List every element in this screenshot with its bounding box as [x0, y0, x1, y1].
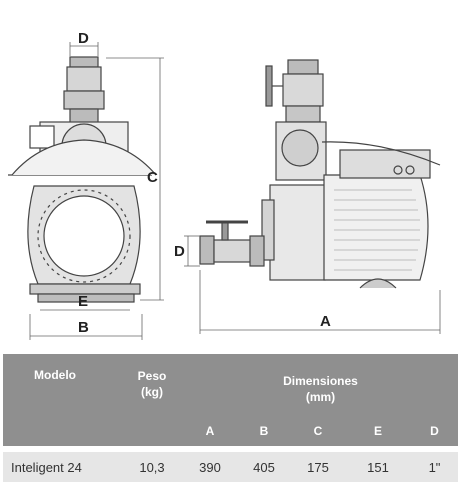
label-c: C	[147, 169, 158, 186]
header-dimensiones-unit: (mm)	[305, 390, 336, 404]
side-view	[199, 59, 441, 289]
front-view	[8, 56, 157, 303]
label-d-front: D	[78, 30, 89, 47]
header-peso: Peso (kg)	[121, 354, 183, 446]
front-view-dimensions	[29, 42, 164, 340]
table-subheader-row: A B C E D	[3, 416, 458, 446]
cell-peso: 10,3	[121, 452, 183, 482]
cell-d: 1"	[411, 452, 458, 482]
header-modelo: Modelo	[3, 354, 121, 446]
header-col-d: D	[411, 416, 458, 446]
label-a: A	[320, 313, 331, 330]
cell-b: 405	[237, 452, 291, 482]
specifications-table: Modelo Peso (kg) Dimensiones (mm) A B C …	[3, 354, 458, 482]
label-e: E	[78, 293, 88, 310]
header-col-b: B	[237, 416, 291, 446]
table-spacer	[3, 446, 458, 452]
label-b: B	[78, 319, 89, 336]
table-header-row: Modelo Peso (kg) Dimensiones (mm)	[3, 354, 458, 446]
side-view-dimensions	[184, 235, 441, 334]
header-dimensiones-label: Dimensiones	[283, 374, 358, 388]
header-col-c: C	[291, 416, 345, 446]
cell-e: 151	[345, 452, 411, 482]
header-dimensiones: Dimensiones (mm)	[183, 354, 458, 416]
label-d-side: D	[174, 243, 185, 260]
header-peso-unit: (kg)	[141, 385, 163, 399]
cell-modelo: Inteligent 24	[3, 452, 121, 482]
header-peso-label: Peso	[137, 369, 167, 383]
table-row: Inteligent 24 10,3 390 405 175 151 1"	[3, 452, 458, 482]
header-col-e: E	[345, 416, 411, 446]
cell-a: 390	[183, 452, 237, 482]
header-col-a: A	[183, 416, 237, 446]
cell-c: 175	[291, 452, 345, 482]
pump-technical-drawing: D C E B	[8, 30, 441, 340]
